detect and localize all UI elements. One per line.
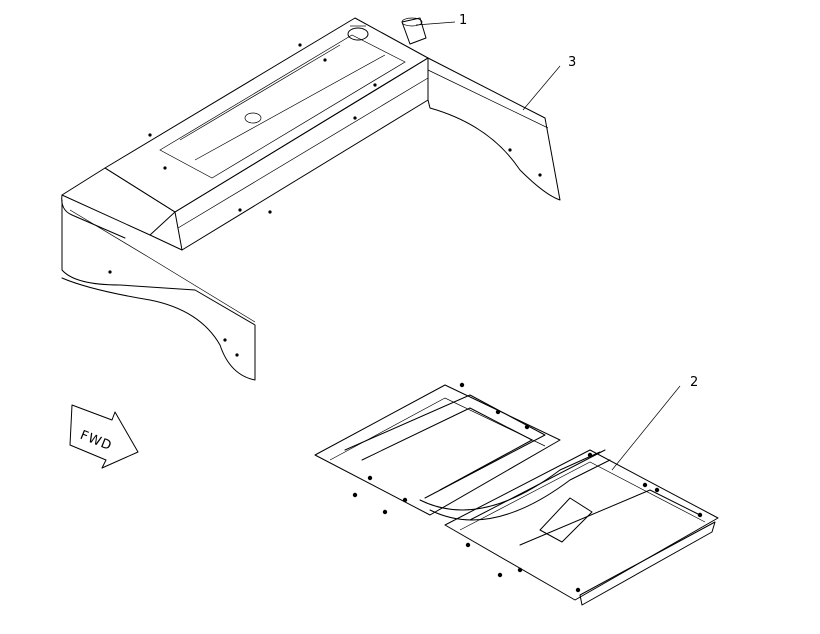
floor-frame-assembly xyxy=(314,382,719,606)
callout-3: 3 xyxy=(522,55,576,111)
callout-2: 2 xyxy=(611,375,698,471)
callout-2-label: 2 xyxy=(690,375,698,390)
callout-3-label: 3 xyxy=(568,55,576,70)
callout-1: 1 xyxy=(415,13,467,28)
callout-1-label: 1 xyxy=(459,13,467,28)
forward-direction-arrow: FWD xyxy=(69,404,139,469)
housing-assembly xyxy=(61,17,561,381)
